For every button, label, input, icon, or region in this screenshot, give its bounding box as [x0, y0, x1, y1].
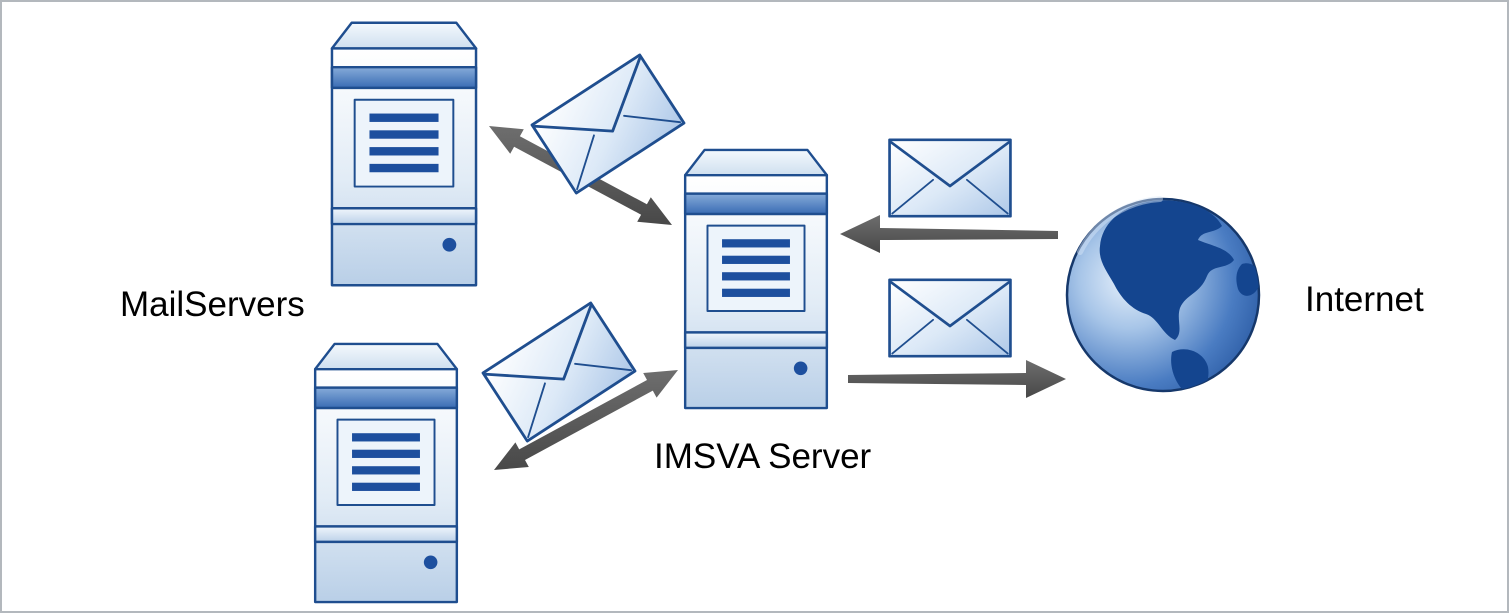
bidirectional-arrow-bottom-mailflow — [494, 370, 678, 470]
globe-icon — [1065, 196, 1261, 393]
envelope-icon-top-tilted — [530, 53, 686, 195]
mail-server-top-icon — [330, 21, 478, 287]
imsva-server-icon — [683, 148, 829, 410]
envelope-icon-bottom-tilted — [481, 301, 637, 443]
mail-servers-label: MailServers — [120, 285, 305, 324]
envelope-icon-outgoing — [888, 278, 1012, 358]
globe-highlight — [1077, 196, 1163, 255]
incoming-mail-arrow — [840, 215, 1058, 253]
outgoing-mail-arrow — [848, 360, 1066, 398]
internet-label: Internet — [1305, 280, 1424, 319]
imsva-server-label: IMSVA Server — [654, 437, 872, 476]
envelope-icon-incoming — [888, 138, 1012, 218]
mail-server-bottom-icon — [313, 342, 459, 604]
